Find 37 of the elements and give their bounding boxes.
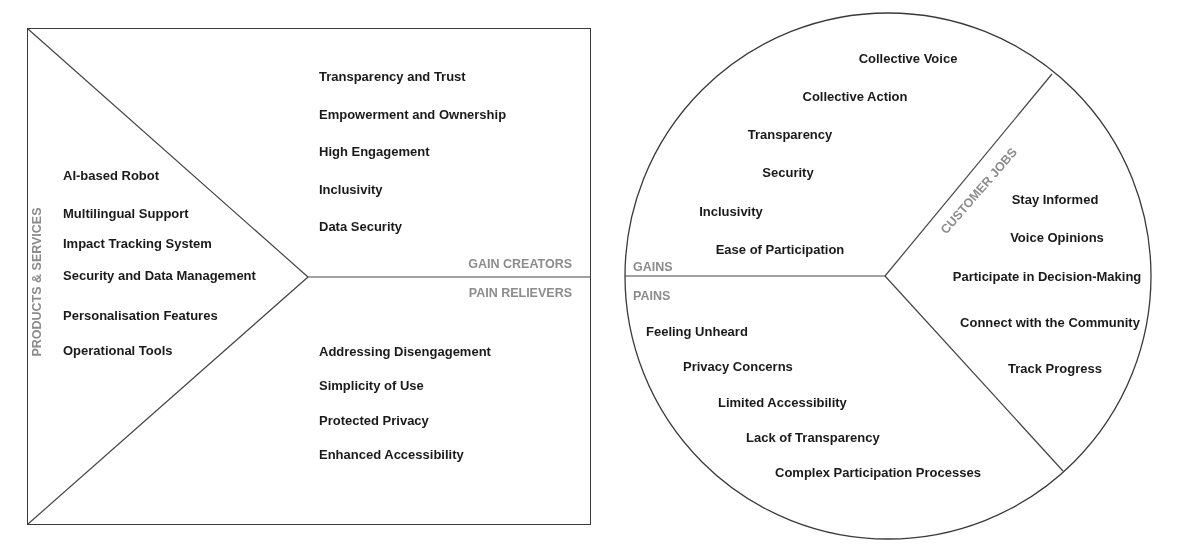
section-heading: GAIN CREATORS [468,256,572,272]
list-item: Multilingual Support [63,206,189,222]
list-item: Inclusivity [319,182,383,198]
list-item: Simplicity of Use [319,378,424,394]
list-item: Security and Data Management [63,268,256,284]
list-item: Stay Informed [1011,192,1099,208]
list-item: Transparency and Trust [319,69,466,85]
canvas-square [27,28,591,525]
section-heading: PRODUCTS & SERVICES [29,207,45,357]
section-heading: GAINS [633,259,673,275]
list-item: Track Progress [1008,361,1102,377]
list-item: Transparency [747,127,833,143]
list-item: Protected Privacy [319,413,429,429]
list-item: Ease of Participation [715,242,845,258]
list-item: Collective Voice [858,51,958,67]
list-item: Enhanced Accessibility [319,447,464,463]
section-heading: PAINS [633,288,671,304]
list-item: Personalisation Features [63,308,218,324]
list-item: Connect with the Community [960,315,1140,331]
list-item: Impact Tracking System [63,236,212,252]
list-item: Participate in Decision-Making [952,269,1142,285]
list-item: Feeling Unheard [646,324,748,340]
list-item: Collective Action [802,89,908,105]
list-item: Empowerment and Ownership [319,107,507,123]
list-item: Complex Participation Processes [775,465,981,481]
list-item: Operational Tools [63,343,173,359]
list-item: High Engagement [319,144,430,160]
list-item: Data Security [319,219,403,235]
list-item: Voice Opinions [1010,230,1104,246]
list-item: Security [762,165,814,181]
section-heading: PAIN RELIEVERS [468,285,572,301]
list-item: Lack of Transparency [746,430,880,446]
list-item: Inclusivity [699,204,763,220]
list-item: Addressing Disengagement [319,344,491,360]
list-item: Privacy Concerns [683,359,793,375]
list-item: Limited Accessibility [718,395,847,411]
list-item: AI-based Robot [63,168,160,184]
